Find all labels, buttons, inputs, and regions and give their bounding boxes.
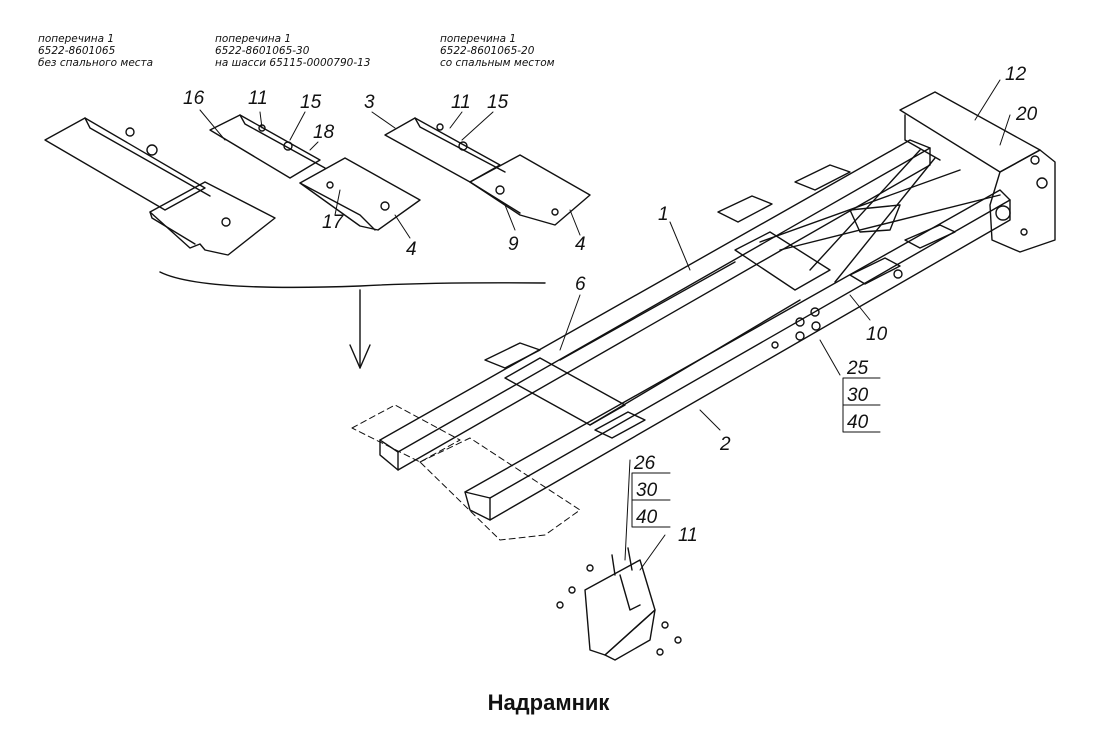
variant-caption-1: поперечина 1 6522-8601065 без спального … — [38, 33, 153, 69]
crossmember-variant-3 — [384, 117, 591, 226]
variant-1-name: поперечина 1 — [38, 33, 115, 45]
callout-10: 10 — [866, 324, 888, 345]
variant-caption-2: поперечина 1 6522-8601065-30 на шасси 65… — [215, 33, 371, 69]
variant-2-name: поперечина 1 — [215, 33, 292, 45]
callout-25: 25 — [846, 358, 869, 379]
callout-6: 6 — [575, 274, 586, 295]
callout-18: 18 — [313, 122, 335, 143]
callout-1: 1 — [658, 204, 669, 225]
variant-caption-3: поперечина 1 6522-8601065-20 со спальным… — [440, 33, 555, 69]
crossmember-variant-2 — [209, 114, 421, 231]
variant-2-code: 6522-8601065-30 — [215, 45, 310, 57]
crossmember-variant-1 — [44, 117, 276, 256]
variant-2-note: на шасси 65115-0000790-13 — [215, 57, 371, 69]
callout-15a: 15 — [300, 92, 322, 113]
callout-labels: 16 11 15 18 17 4 3 11 15 9 4 1 6 2 10 12… — [183, 64, 1038, 546]
ghost-crossmember — [351, 404, 581, 541]
callout-2: 2 — [719, 434, 731, 455]
callout-26: 26 — [633, 453, 656, 474]
variant-3-code: 6522-8601065-20 — [440, 45, 535, 57]
callout-15b: 15 — [487, 92, 509, 113]
callout-17: 17 — [322, 212, 345, 233]
callout-9: 9 — [508, 234, 519, 255]
callout-11b: 11 — [451, 92, 471, 113]
callout-20: 20 — [1015, 104, 1038, 125]
callout-11c: 11 — [678, 525, 698, 546]
callout-3: 3 — [364, 92, 375, 113]
drawing-title: Надрамник — [487, 690, 610, 715]
callout-30b: 30 — [636, 480, 658, 501]
callout-12: 12 — [1005, 64, 1027, 85]
variant-1-code: 6522-8601065 — [38, 45, 116, 57]
callout-11a: 11 — [248, 88, 268, 109]
variant-1-note: без спального места — [38, 57, 154, 69]
callout-leaders — [199, 79, 1011, 571]
callout-16: 16 — [183, 88, 205, 109]
variant-arrow — [159, 271, 546, 369]
callout-40b: 40 — [636, 507, 658, 528]
main-frame — [379, 91, 1056, 521]
bracket-assembly — [556, 547, 682, 661]
variant-3-name: поперечина 1 — [440, 33, 517, 45]
variant-3-note: со спальным местом — [440, 57, 555, 69]
callout-40a: 40 — [847, 412, 869, 433]
callout-4a: 4 — [406, 239, 417, 260]
callout-30a: 30 — [847, 385, 869, 406]
callout-4b: 4 — [575, 234, 586, 255]
